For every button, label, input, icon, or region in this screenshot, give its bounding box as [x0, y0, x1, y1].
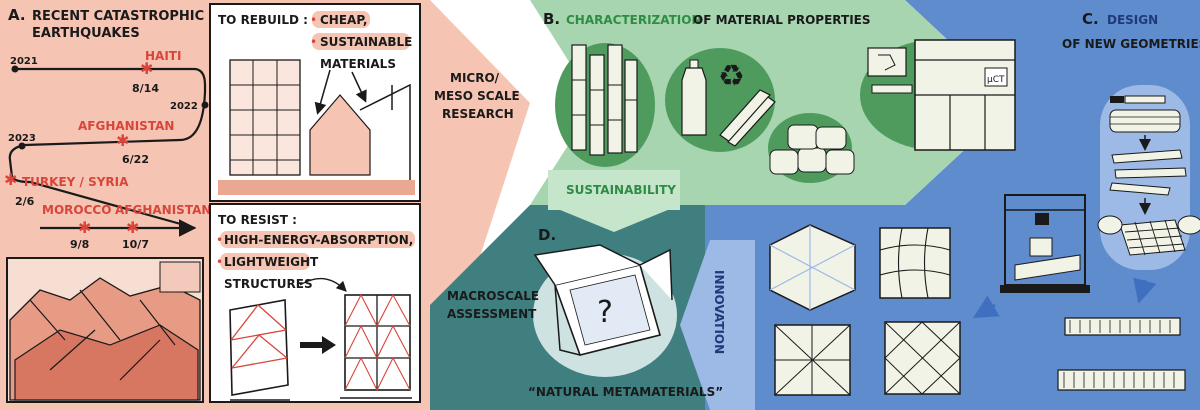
micro-ct-label: μCT — [987, 75, 1005, 85]
frame-illustration — [229, 278, 412, 401]
panel-b: B. CHARACTERIZATION OF MATERIAL PROPERTI… — [543, 10, 1016, 183]
panel-c: C. DESIGN OF NEW GEOMETRIES — [680, 10, 1200, 410]
construction-illustration — [218, 59, 415, 195]
sustainability-label: SUSTAINABILITY — [566, 183, 676, 197]
year-dot-2022 — [201, 101, 209, 109]
event-haiti-place: HAITI — [145, 49, 181, 63]
panel-d-letter: D. — [538, 226, 556, 244]
metamaterial-cube-2 — [879, 227, 951, 299]
mystery-box-icon — [533, 244, 673, 356]
macroscale-line2: ASSESSMENT — [447, 307, 537, 321]
micro-label-line3: RESEARCH — [442, 107, 514, 121]
year-dot-2023 — [18, 142, 26, 150]
panel-b-letter: B. — [543, 10, 560, 28]
innovation-label: INNOVATION — [712, 270, 726, 354]
event-afghanistan-1-place: AFGHANISTAN — [78, 119, 174, 133]
year-dot-2021 — [11, 65, 19, 73]
rebuild-bullet-2: • — [310, 35, 317, 49]
panel-a-title-line1: RECENT CATASTROPHIC — [32, 9, 204, 24]
micro-label-line2: MESO SCALE — [434, 89, 520, 103]
resist-item-high-energy: HIGH-ENERGY-ABSORPTION, — [224, 233, 413, 247]
rebuild-highlight-1 — [312, 11, 370, 28]
event-star-turkey-syria: ✱ — [4, 170, 17, 189]
resist-bullet-1: • — [216, 233, 223, 247]
resist-highlight-2 — [220, 253, 310, 270]
bamboo-blob — [555, 43, 655, 167]
event-star-haiti: ✱ — [140, 59, 153, 78]
event-afghanistan-2-date: 10/7 — [122, 238, 149, 251]
panel-d-caption: “NATURAL METAMATERIALS” — [528, 385, 723, 399]
plastic-bottle-icon — [681, 59, 707, 136]
resist-item-lightweight: LIGHTWEIGHT — [224, 255, 319, 269]
event-haiti-date: 8/14 — [132, 82, 159, 95]
panel-b-title-highlight: CHARACTERIZATION — [566, 13, 702, 27]
event-afghanistan-2-place: AFGHANISTAN — [115, 203, 211, 217]
rubble-illustration — [6, 257, 204, 403]
event-star-afghanistan-2: ✱ — [126, 218, 139, 237]
year-2022: 2022 — [170, 101, 198, 112]
printed-panel-1 — [1064, 317, 1181, 336]
micro-ct-machine-icon: μCT — [867, 39, 1016, 151]
rebuild-item-sustainable: SUSTAINABLE — [320, 35, 412, 49]
rebuild-highlight-2 — [312, 33, 410, 50]
year-2021: 2021 — [10, 56, 38, 67]
saw-icon — [1110, 95, 1166, 104]
metal-profile-icon — [719, 89, 776, 147]
panel-c-title-highlight: DESIGN — [1107, 13, 1158, 27]
panel-b-title-rest: OF MATERIAL PROPERTIES — [693, 13, 871, 27]
event-star-afghanistan-1: ✱ — [116, 131, 129, 150]
rebuild-item-materials: MATERIALS — [320, 57, 396, 71]
bamboo-strips-icon — [1109, 149, 1187, 196]
event-star-morocco: ✱ — [78, 218, 91, 237]
panel-a-title-line2: EARTHQUAKES — [32, 26, 140, 41]
micro-label-line1: MICRO/ — [450, 71, 500, 85]
innovation-arrow — [680, 240, 755, 410]
panel-a-letter: A. — [8, 6, 26, 24]
box-question-mark: ? — [597, 295, 613, 330]
bamboo-bundle-icon — [1109, 109, 1181, 133]
panel-c-title-rest: OF NEW GEOMETRIES — [1062, 37, 1200, 51]
resist-highlight-1 — [220, 231, 415, 248]
rebuild-heading: TO REBUILD : — [218, 13, 308, 27]
weaving-hands-icon — [1097, 215, 1200, 256]
sustainability-connector: SUSTAINABILITY — [548, 170, 680, 232]
event-morocco-place: MOROCCO — [42, 203, 111, 217]
event-morocco-date: 9/8 — [70, 238, 89, 251]
process-arrow-3 — [1133, 277, 1157, 304]
event-turkey-syria-place: TURKEY / SYRIA — [22, 175, 129, 189]
rebuild-bullet-1: • — [310, 13, 317, 27]
panel-d: D. ? “NATURAL METAMATERIALS” MACROSCALE … — [447, 226, 723, 399]
event-turkey-syria-date: 2/6 — [15, 195, 35, 208]
bamboo-icon — [571, 44, 638, 156]
panel-c-letter: C. — [1082, 10, 1099, 28]
3d-printer-icon — [1000, 194, 1090, 293]
metamaterial-cube-1 — [769, 224, 856, 311]
event-afghanistan-1-date: 6/22 — [122, 153, 149, 166]
resist-bullet-2: • — [216, 255, 223, 269]
recycle-icon: ♻ — [718, 59, 745, 94]
timeline-line — [8, 67, 207, 230]
panel-a: A. RECENT CATASTROPHIC EARTHQUAKES 2021 … — [4, 3, 520, 403]
rebuild-item-cheap: CHEAP, — [320, 13, 367, 27]
resist-heading: TO RESIST : — [218, 213, 297, 227]
foam-blocks-icon — [769, 124, 855, 175]
printer-output-arrow — [972, 295, 1000, 319]
year-2023: 2023 — [8, 133, 36, 144]
metamaterial-cube-4 — [884, 321, 961, 395]
macroscale-line1: MACROSCALE — [447, 289, 539, 303]
metamaterial-cube-3 — [774, 324, 851, 396]
resist-item-structures: STRUCTURES — [224, 277, 313, 291]
printed-panel-2 — [1057, 369, 1186, 391]
